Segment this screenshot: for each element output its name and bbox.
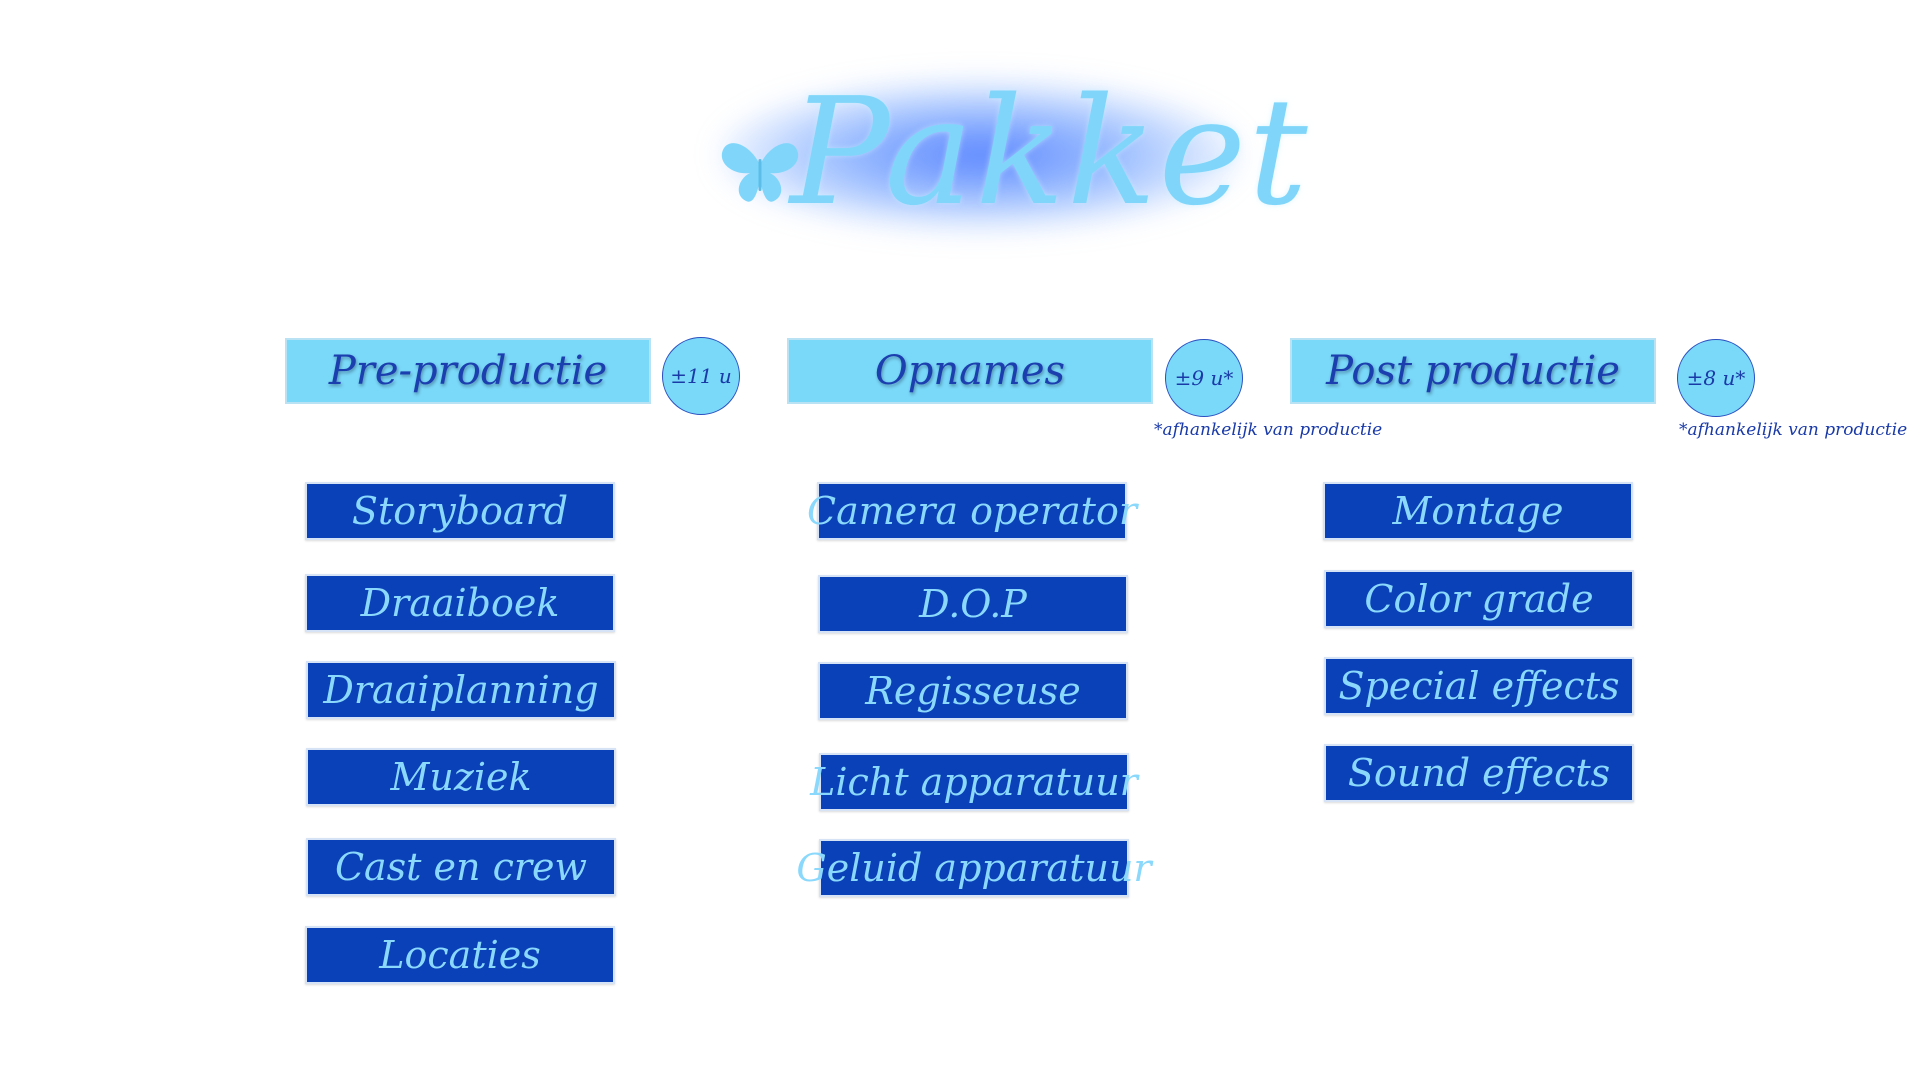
item-special-effects: Special effects	[1324, 657, 1634, 715]
hours-badge-pre-productie: ±11 u	[662, 337, 740, 415]
item-sound-effects: Sound effects	[1324, 744, 1634, 802]
hours-badge-opnames: ±9 u*	[1165, 339, 1243, 417]
item-camera-operator: Camera operator	[807, 482, 1137, 540]
item-color-grade: Color grade	[1324, 570, 1634, 628]
title-glow	[720, 80, 1240, 230]
item-draaiplanning: Draaiplanning	[306, 661, 616, 719]
item-locaties: Locaties	[305, 926, 615, 984]
title-area: Pakket	[680, 40, 1310, 270]
item-draaiboek: Draaiboek	[305, 574, 615, 632]
item-geluid-apparatuur: Geluid apparatuur	[796, 839, 1152, 897]
section-header-post-productie: Post productie	[1290, 338, 1656, 404]
hours-badge-post-productie: ±8 u*	[1677, 339, 1755, 417]
item-cast-en-crew: Cast en crew	[306, 838, 616, 896]
note-post-productie: *afhankelijk van productie	[1679, 420, 1908, 440]
item-storyboard: Storyboard	[305, 482, 615, 540]
item-dop: D.O.P	[818, 575, 1128, 633]
section-header-pre-productie: Pre-productie	[285, 338, 651, 404]
item-regisseuse: Regisseuse	[818, 662, 1128, 720]
note-opnames: *afhankelijk van productie	[1154, 420, 1383, 440]
item-licht-apparatuur: Licht apparatuur	[810, 753, 1138, 811]
section-header-opnames: Opnames	[787, 338, 1153, 404]
item-montage: Montage	[1323, 482, 1633, 540]
item-muziek: Muziek	[306, 748, 616, 806]
butterfly-icon	[721, 143, 799, 202]
page-title: Pakket	[790, 66, 1310, 238]
